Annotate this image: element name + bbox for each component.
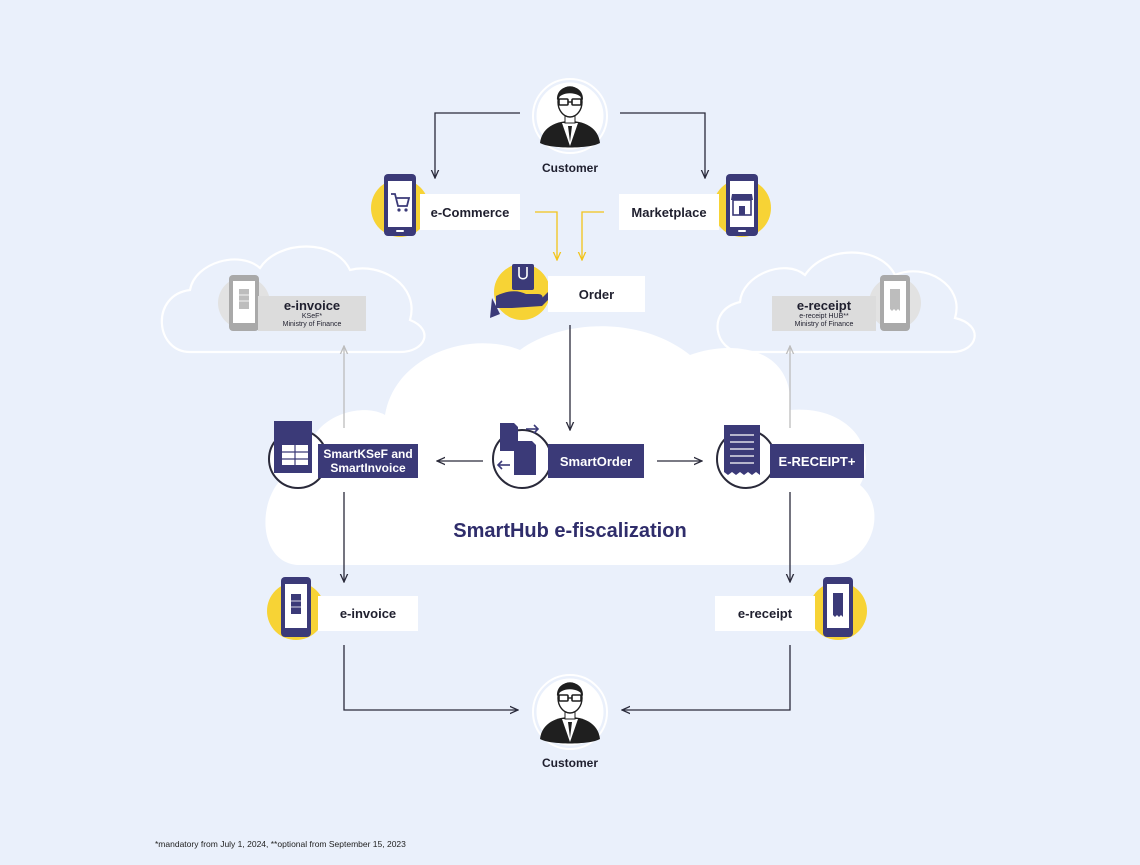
arrow-customer-to-ecommerce [435, 112, 520, 178]
right-outline-cloud [716, 251, 976, 354]
marketplace-box: Marketplace [619, 194, 719, 230]
customer-bottom-label: Customer [541, 756, 598, 770]
left-outline-cloud [160, 245, 426, 354]
smartksef-line1: SmartKSeF and [323, 447, 413, 461]
documents-exchange-icon [492, 423, 552, 489]
store-phone-icon [713, 174, 771, 237]
ereceipt-hub-box: e-receipt e-receipt HUB** Ministry of Fi… [772, 296, 876, 331]
receipt-phone-icon [809, 577, 867, 640]
ereceipt-hub-title: e-receipt [796, 297, 852, 313]
order-box: Order [548, 276, 645, 312]
einvoice-ksef-box: e-invoice KSeF* Ministry of Finance [258, 296, 366, 331]
ereceipt-hub-line2: Ministry of Finance [794, 320, 854, 328]
ereceipt-hub-line1: e-receipt HUB** [799, 312, 849, 320]
ereceipt-plus-box: E-RECEIPT+ [770, 444, 864, 478]
shopping-cart-phone-icon [371, 174, 429, 237]
arrow-ecommerce-to-order [535, 211, 557, 260]
ereceipt-bottom-box: e-receipt [715, 596, 815, 631]
invoice-phone-icon [267, 577, 325, 640]
center-title: SmartHub e-fiscalization [453, 520, 687, 542]
arrow-ereceipt-to-customer [622, 645, 791, 710]
ecommerce-box: e-Commerce [420, 194, 520, 230]
customer-avatar-icon [532, 78, 608, 154]
arrow-marketplace-to-order [582, 211, 604, 260]
customer-avatar-icon [532, 674, 608, 750]
einvoice-ksef-title: e-invoice [283, 297, 341, 313]
invoice-table-icon [268, 421, 328, 489]
einvoice-ksef-line2: Ministry of Finance [282, 320, 342, 328]
long-receipt-icon [716, 425, 776, 489]
arrow-customer-to-marketplace [620, 112, 705, 178]
arrow-einvoice-to-customer [343, 645, 518, 710]
smartksef-box: SmartKSeF and SmartInvoice [318, 444, 418, 478]
invoice-phone-icon [218, 275, 270, 331]
einvoice-bottom-box: e-invoice [318, 596, 418, 631]
smartorder-box: SmartOrder [548, 444, 644, 478]
smartksef-line2: SmartInvoice [330, 461, 406, 475]
customer-top-label: Customer [541, 161, 598, 175]
footnote: *mandatory from July 1, 2024, **optional… [155, 839, 406, 849]
einvoice-ksef-line1: KSeF* [301, 312, 323, 320]
receipt-phone-icon [869, 275, 921, 331]
shopping-bag-hand-icon [490, 264, 555, 320]
